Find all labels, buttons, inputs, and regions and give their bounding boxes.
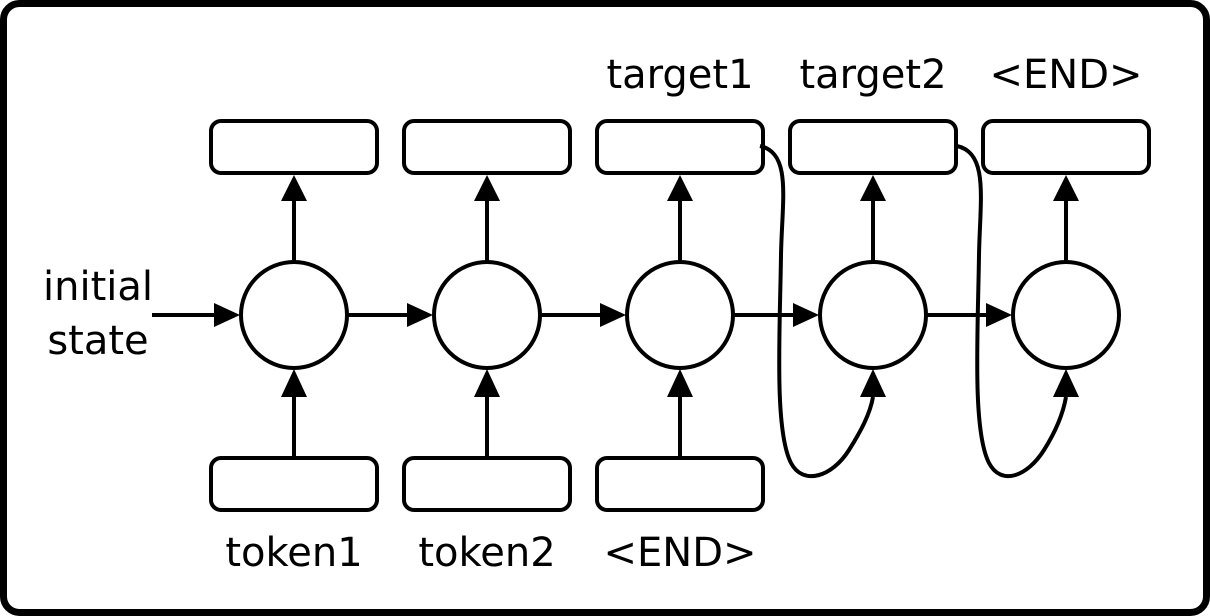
- output-box-1: [209, 119, 379, 175]
- end-output-label: <END>: [989, 52, 1142, 98]
- cell5-output-arrowhead: [1053, 175, 1079, 201]
- output-box-4: [788, 119, 958, 175]
- output-box-5: [981, 119, 1151, 175]
- cell3-output-arrowhead: [667, 175, 693, 201]
- cell3-to-cell4-arrowhead: [793, 303, 819, 327]
- feedback-curve-2: [956, 144, 1068, 479]
- cell1-to-cell2-arrowhead: [407, 303, 433, 327]
- input-box-2: [402, 456, 572, 512]
- rnn-cell-1: [239, 260, 349, 370]
- cell4-to-cell5-arrowhead: [986, 303, 1012, 327]
- cell2-to-cell3-arrowhead: [600, 303, 626, 327]
- rnn-cell-3: [625, 260, 735, 370]
- output-box-3: [595, 119, 765, 175]
- initial-state-label-line1: initial: [43, 264, 153, 310]
- cell4-output-arrowhead: [860, 175, 886, 201]
- token2-label: token2: [418, 530, 555, 576]
- initial-state-label-line2: state: [47, 318, 148, 364]
- output-box-2: [402, 119, 572, 175]
- initial-state-arrowhead: [214, 303, 240, 327]
- input1-cell-arrowhead: [281, 369, 307, 397]
- cell2-output-arrowhead: [474, 175, 500, 201]
- target1-label: target1: [606, 52, 753, 98]
- feedback-arrowhead-2: [1053, 369, 1079, 397]
- input-box-1: [209, 456, 379, 512]
- target2-label: target2: [799, 52, 946, 98]
- token1-label: token1: [225, 530, 362, 576]
- input-box-3: [595, 456, 765, 512]
- end-input-label: <END>: [603, 530, 756, 576]
- cell1-output-arrowhead: [281, 175, 307, 201]
- rnn-cell-4: [818, 260, 928, 370]
- input2-cell-arrowhead: [474, 369, 500, 397]
- feedback-arrowhead-1: [860, 369, 886, 397]
- rnn-cell-5: [1011, 260, 1121, 370]
- rnn-cell-2: [432, 260, 542, 370]
- input3-cell-arrowhead: [667, 369, 693, 397]
- feedback-curve-1: [759, 144, 875, 479]
